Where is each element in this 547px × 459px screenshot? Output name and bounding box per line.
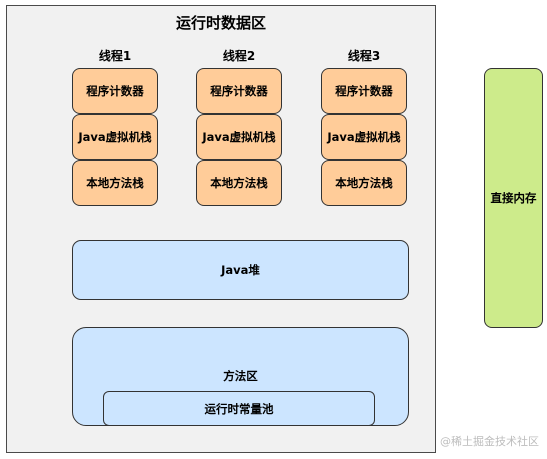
thread-1-native-stack: 本地方法栈 [72,160,158,206]
thread-1-jvm-stack: Java虚拟机栈 [72,114,158,160]
java-heap: Java堆 [72,240,409,300]
thread-2-program-counter: 程序计数器 [196,68,282,114]
watermark: @稀土掘金技术社区 [440,435,539,448]
thread-1-label: 线程1 [98,49,132,63]
thread-2-label: 线程2 [222,49,256,63]
thread-3-label: 线程3 [347,49,381,63]
thread-2-native-stack: 本地方法栈 [196,160,282,206]
thread-3-jvm-stack: Java虚拟机栈 [321,114,407,160]
thread-3-native-stack: 本地方法栈 [321,160,407,206]
thread-2-jvm-stack: Java虚拟机栈 [196,114,282,160]
thread-1-program-counter: 程序计数器 [72,68,158,114]
runtime-constant-pool: 运行时常量池 [103,391,375,426]
runtime-data-area-title: 运行时数据区 [175,14,266,32]
thread-3-program-counter: 程序计数器 [321,68,407,114]
direct-memory: 直接内存 [484,68,543,328]
